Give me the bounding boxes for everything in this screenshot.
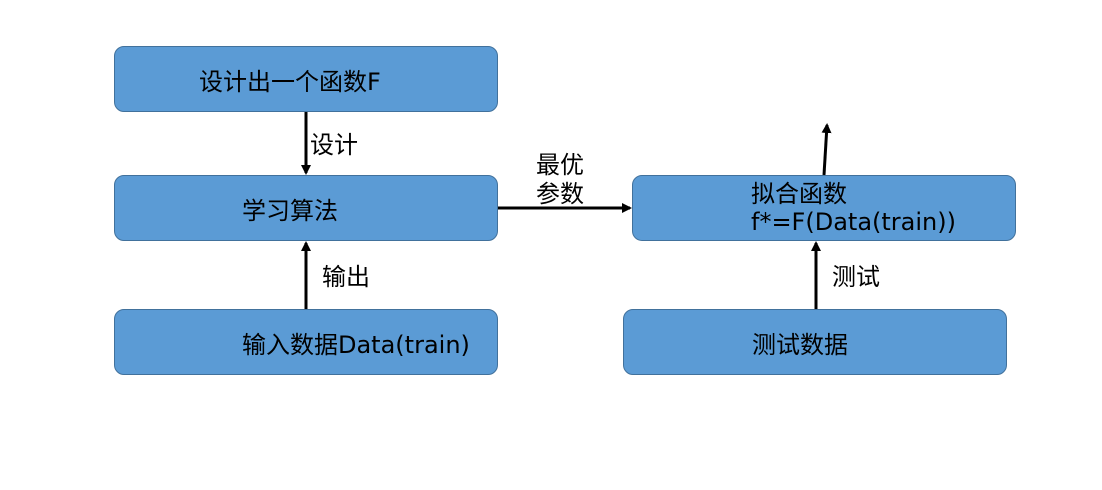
edge-label-test: 测试 <box>832 263 880 291</box>
design-function-box: 设计出一个函数F <box>114 46 498 112</box>
edge-label-output: 输出 <box>322 263 370 291</box>
fit-function-formula: f*=F(Data(train)) <box>751 208 956 236</box>
learning-algorithm-box: 学习算法 <box>114 175 498 241</box>
arrow-fit-up <box>821 123 832 176</box>
fit-function-title: 拟合函数 <box>751 180 847 208</box>
test-data-box: 测试数据 <box>623 309 1007 375</box>
design-function-text: 设计出一个函数F <box>199 67 381 96</box>
fit-function-box: 拟合函数 f*=F(Data(train)) <box>632 175 1016 241</box>
edge-label-design: 设计 <box>310 131 358 159</box>
test-data-text: 测试数据 <box>752 330 848 359</box>
learning-algorithm-text: 学习算法 <box>242 196 338 225</box>
input-data-text: 输入数据Data(train) <box>242 330 470 359</box>
edge-label-optimal-params: 最优参数 <box>536 151 584 208</box>
input-data-box: 输入数据Data(train) <box>114 309 498 375</box>
